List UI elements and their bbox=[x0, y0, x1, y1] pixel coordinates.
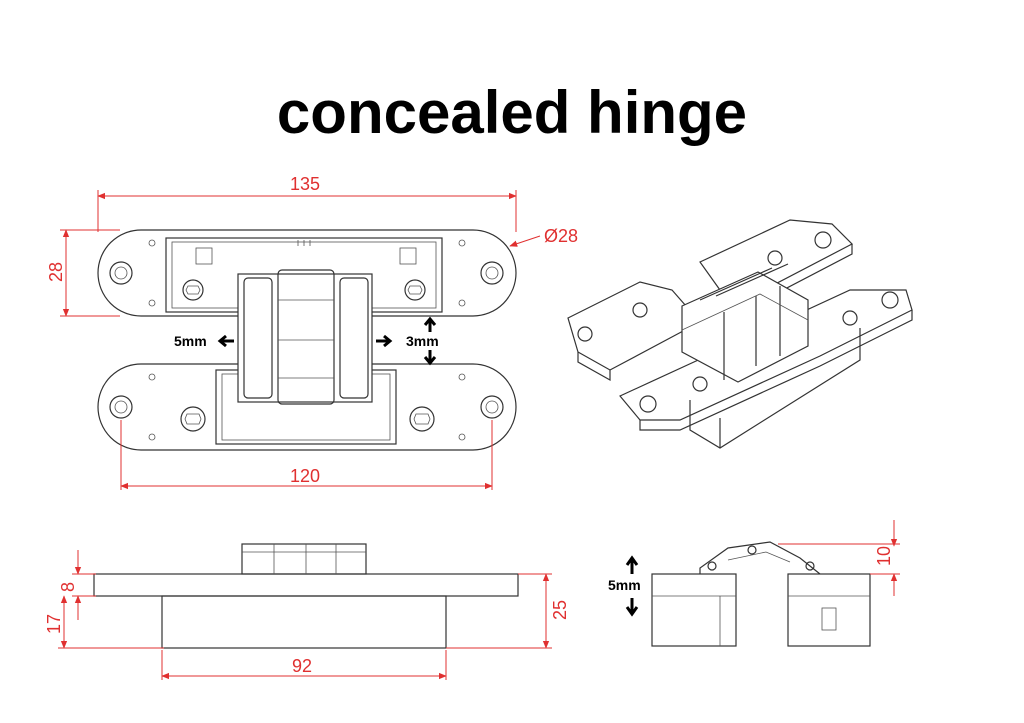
side-body bbox=[161, 595, 447, 649]
side-knuckle bbox=[241, 543, 367, 575]
dim-height: 28 bbox=[46, 262, 66, 282]
dim-knuckle-height: 10 bbox=[874, 546, 894, 566]
arrow-left-icon bbox=[217, 334, 234, 348]
end-knuckle bbox=[699, 541, 821, 575]
dim-body-depth: 25 bbox=[550, 600, 570, 620]
side-plate bbox=[93, 573, 519, 597]
iso-knuckle bbox=[681, 271, 809, 383]
end-body-right bbox=[787, 573, 871, 647]
dim-body-width: 92 bbox=[292, 656, 312, 676]
label-depth-adjust: 5mm bbox=[608, 577, 641, 593]
arrow-up-icon bbox=[423, 316, 437, 332]
arrow-down-icon bbox=[625, 598, 639, 617]
dim-thickness: 8 bbox=[58, 582, 78, 592]
top-view: 5mm 3mm 135 28 Ø28 120 bbox=[46, 174, 578, 490]
arrow-down-icon bbox=[423, 350, 437, 366]
iso-plate-right bbox=[699, 219, 854, 293]
page-title: concealed hinge bbox=[276, 79, 748, 146]
arrow-up-icon bbox=[625, 555, 639, 574]
dim-overall-length: 135 bbox=[290, 174, 320, 194]
dim-hole-spacing: 120 bbox=[290, 466, 320, 486]
hinge-knuckle bbox=[237, 273, 373, 403]
label-side-adjust: 5mm bbox=[174, 333, 207, 349]
arrow-right-icon bbox=[376, 334, 393, 348]
side-view: 8 17 25 92 bbox=[44, 543, 570, 680]
dim-end-radius: Ø28 bbox=[544, 226, 578, 246]
end-view: 5mm 10 bbox=[608, 520, 900, 647]
label-vertical-adjust: 3mm bbox=[406, 333, 439, 349]
upper-left-screw-hole bbox=[109, 261, 133, 285]
isometric-view bbox=[567, 219, 913, 449]
iso-plate-left bbox=[567, 281, 701, 371]
end-body-left bbox=[651, 573, 737, 647]
dim-body-offset: 17 bbox=[44, 614, 64, 634]
upper-right-screw-hole bbox=[480, 261, 504, 285]
